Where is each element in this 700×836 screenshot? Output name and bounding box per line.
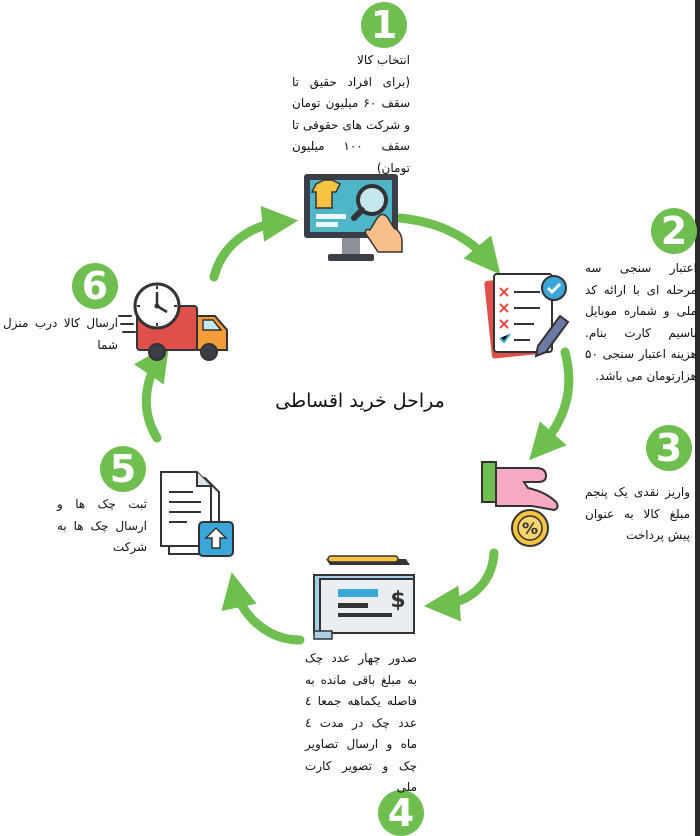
step-4-text: صدور چهار عدد چک به مبلغ باقی مانده به ف… [305,651,417,794]
step-6-text: ارسال کالا درب منزل شما [3,316,118,352]
arrow-5-to-6 [133,344,170,443]
svg-text:$: $ [390,588,405,613]
arrow-1-to-2 [395,213,501,275]
scrollbar-edge [695,0,700,836]
hand-coin-percent-icon: % [481,461,559,547]
step-5-number: 5 [100,446,146,492]
step-3-text: واریز نقدی یک پنجم مبلغ کالا به عنوان پی… [585,485,690,542]
computer-search-icon [304,174,403,261]
arrow-6-to-1 [209,205,299,282]
step-6-number: 6 [72,263,118,309]
step-1-number: 1 [361,2,407,48]
step-4-number: 4 [378,790,424,836]
step-2-text: اعتبار سنجی سه مرحله ای با ارائه کد ملی … [585,261,697,383]
document-upload-icon [160,471,234,557]
checklist-icon [484,273,570,359]
diagram-title: مراحل خرید اقساطی [275,390,445,412]
arrow-4-to-5 [221,572,305,645]
step-5-text: ثبت چک ها و ارسال چک ها به شرکت [57,497,147,554]
step-3-number: 3 [646,425,692,471]
arrow-3-to-4 [423,548,499,622]
step-2-number: 2 [651,208,697,254]
svg-text:%: % [522,519,538,538]
fast-delivery-truck-icon [118,282,228,361]
step-1-text: انتخاب کالا (برای افراد حقیق تا سقف ۶۰ م… [292,53,410,175]
cheque-pen-icon: $ [313,555,415,640]
arrow-2-to-3 [529,347,574,461]
